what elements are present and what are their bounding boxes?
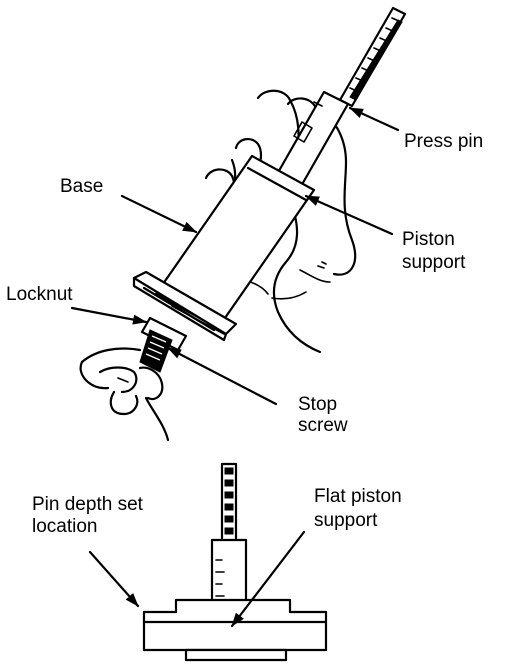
upper-leader-arrows (70, 106, 400, 406)
lower-leader-arrows (88, 530, 306, 628)
flat-piston-label-line2: support (314, 510, 378, 531)
piston-support-arrow (304, 194, 394, 236)
pin-depth-arrow (88, 550, 140, 608)
pin-depth-label-line2: location (32, 516, 98, 537)
upper-tool-illustration (79, 6, 407, 442)
press-pin-label: Press pin (404, 131, 484, 152)
stop-screw-label-line1: Stop (298, 394, 338, 415)
piston-support-label-line1: Piston (402, 229, 455, 250)
press-pin-arrow (348, 106, 400, 132)
base-label: Base (60, 176, 104, 197)
piston-sleeve (274, 90, 350, 190)
left-hand (79, 347, 170, 442)
flat-piston-label-line1: Flat piston (314, 486, 402, 507)
press-pin (338, 6, 407, 108)
pin-depth-label-line1: Pin depth set (32, 494, 143, 515)
base-cylinder (154, 154, 316, 335)
flat-piston-arrow (230, 530, 306, 628)
lower-fixture-illustration (142, 462, 328, 662)
base-arrow (120, 194, 198, 234)
piston-support-label-line2: support (402, 252, 466, 273)
stop-screw-label-line2: screw (298, 415, 348, 436)
right-hand (204, 89, 357, 354)
base-flange (132, 270, 238, 342)
lower-press-pin (220, 462, 238, 546)
locknut-label: Locknut (6, 284, 73, 305)
lower-base (142, 598, 328, 662)
stop-screw-arrow (166, 346, 278, 406)
locknut-arrow (70, 306, 148, 325)
stop-screw (139, 329, 173, 373)
